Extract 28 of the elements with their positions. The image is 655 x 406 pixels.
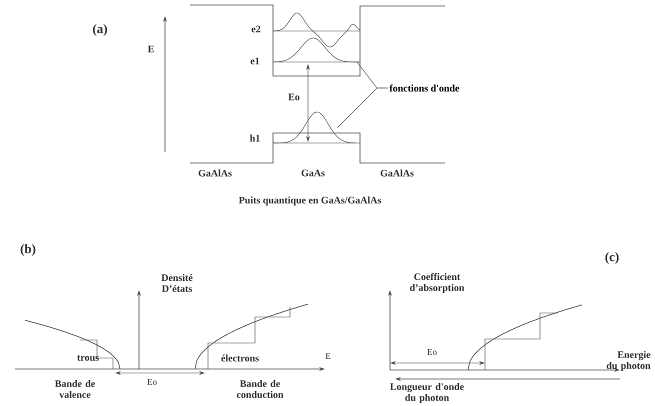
axis-label: Eo: [427, 349, 437, 355]
axis-label: E: [326, 353, 330, 359]
label-text: E: [148, 46, 154, 52]
label-text: h1: [250, 134, 260, 142]
label-text: Puits quantique en GaAs/GaAlAs: [238, 196, 382, 206]
label-text: e1: [250, 58, 260, 64]
label-text: e2: [252, 26, 260, 32]
label-text: Bande de valence: [54, 380, 95, 398]
label-text: GaAlAs: [380, 170, 414, 176]
label-text: Energie du photon: [606, 351, 650, 371]
axis-label: Eo: [147, 379, 157, 385]
label-text: Longueur d'onde du photon: [390, 383, 464, 403]
panel-label: (a): [93, 24, 107, 36]
label-text: Densité D’états: [161, 274, 193, 292]
leader-line: [337, 88, 388, 128]
label-text: GaAlAs: [198, 170, 232, 176]
label-text: Coefficient d’absorption: [410, 272, 464, 294]
label-text: trous: [77, 355, 99, 361]
label-text: Bande de conduction: [236, 380, 284, 398]
edge-label: Eo: [287, 92, 301, 102]
label-text: fonctions d'onde: [389, 84, 460, 92]
label-text: électrons: [221, 354, 259, 362]
wave-function-curve: [272, 112, 356, 144]
wave-function-curve: [272, 12, 360, 48]
panel-label: (b): [20, 244, 36, 256]
label-text: GaAs: [302, 170, 325, 176]
wave-function-curve: [272, 38, 360, 62]
panel-label: (c): [605, 252, 619, 264]
